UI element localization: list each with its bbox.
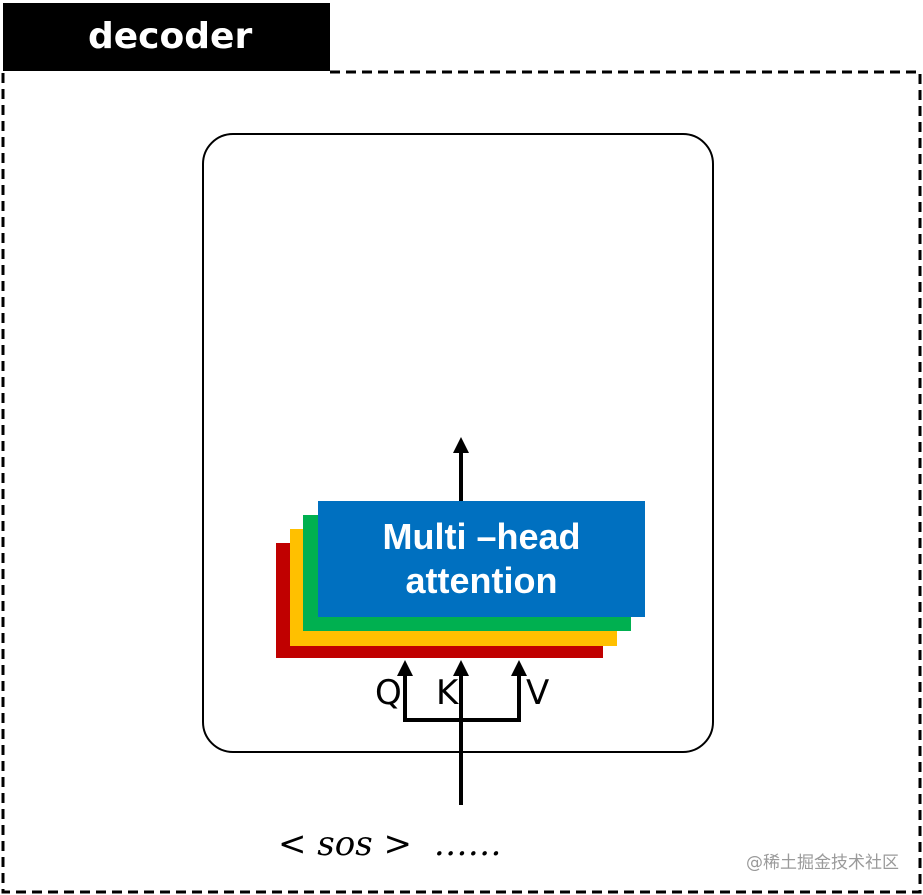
decoder-block-box: [202, 133, 714, 753]
key-label: K: [436, 673, 459, 713]
value-label: V: [526, 673, 550, 713]
multi-head-attention-label: Multi –head attention: [382, 516, 581, 601]
head-layer-blue: Multi –head attention: [318, 501, 645, 617]
qv-branch: [403, 668, 521, 722]
watermark: @稀土掘金技术社区: [746, 853, 899, 873]
decoder-frame: [1, 70, 922, 894]
input-sequence: < sos > ……: [278, 824, 502, 864]
query-label: Q: [375, 673, 402, 713]
decoder-title: decoder: [3, 3, 330, 71]
